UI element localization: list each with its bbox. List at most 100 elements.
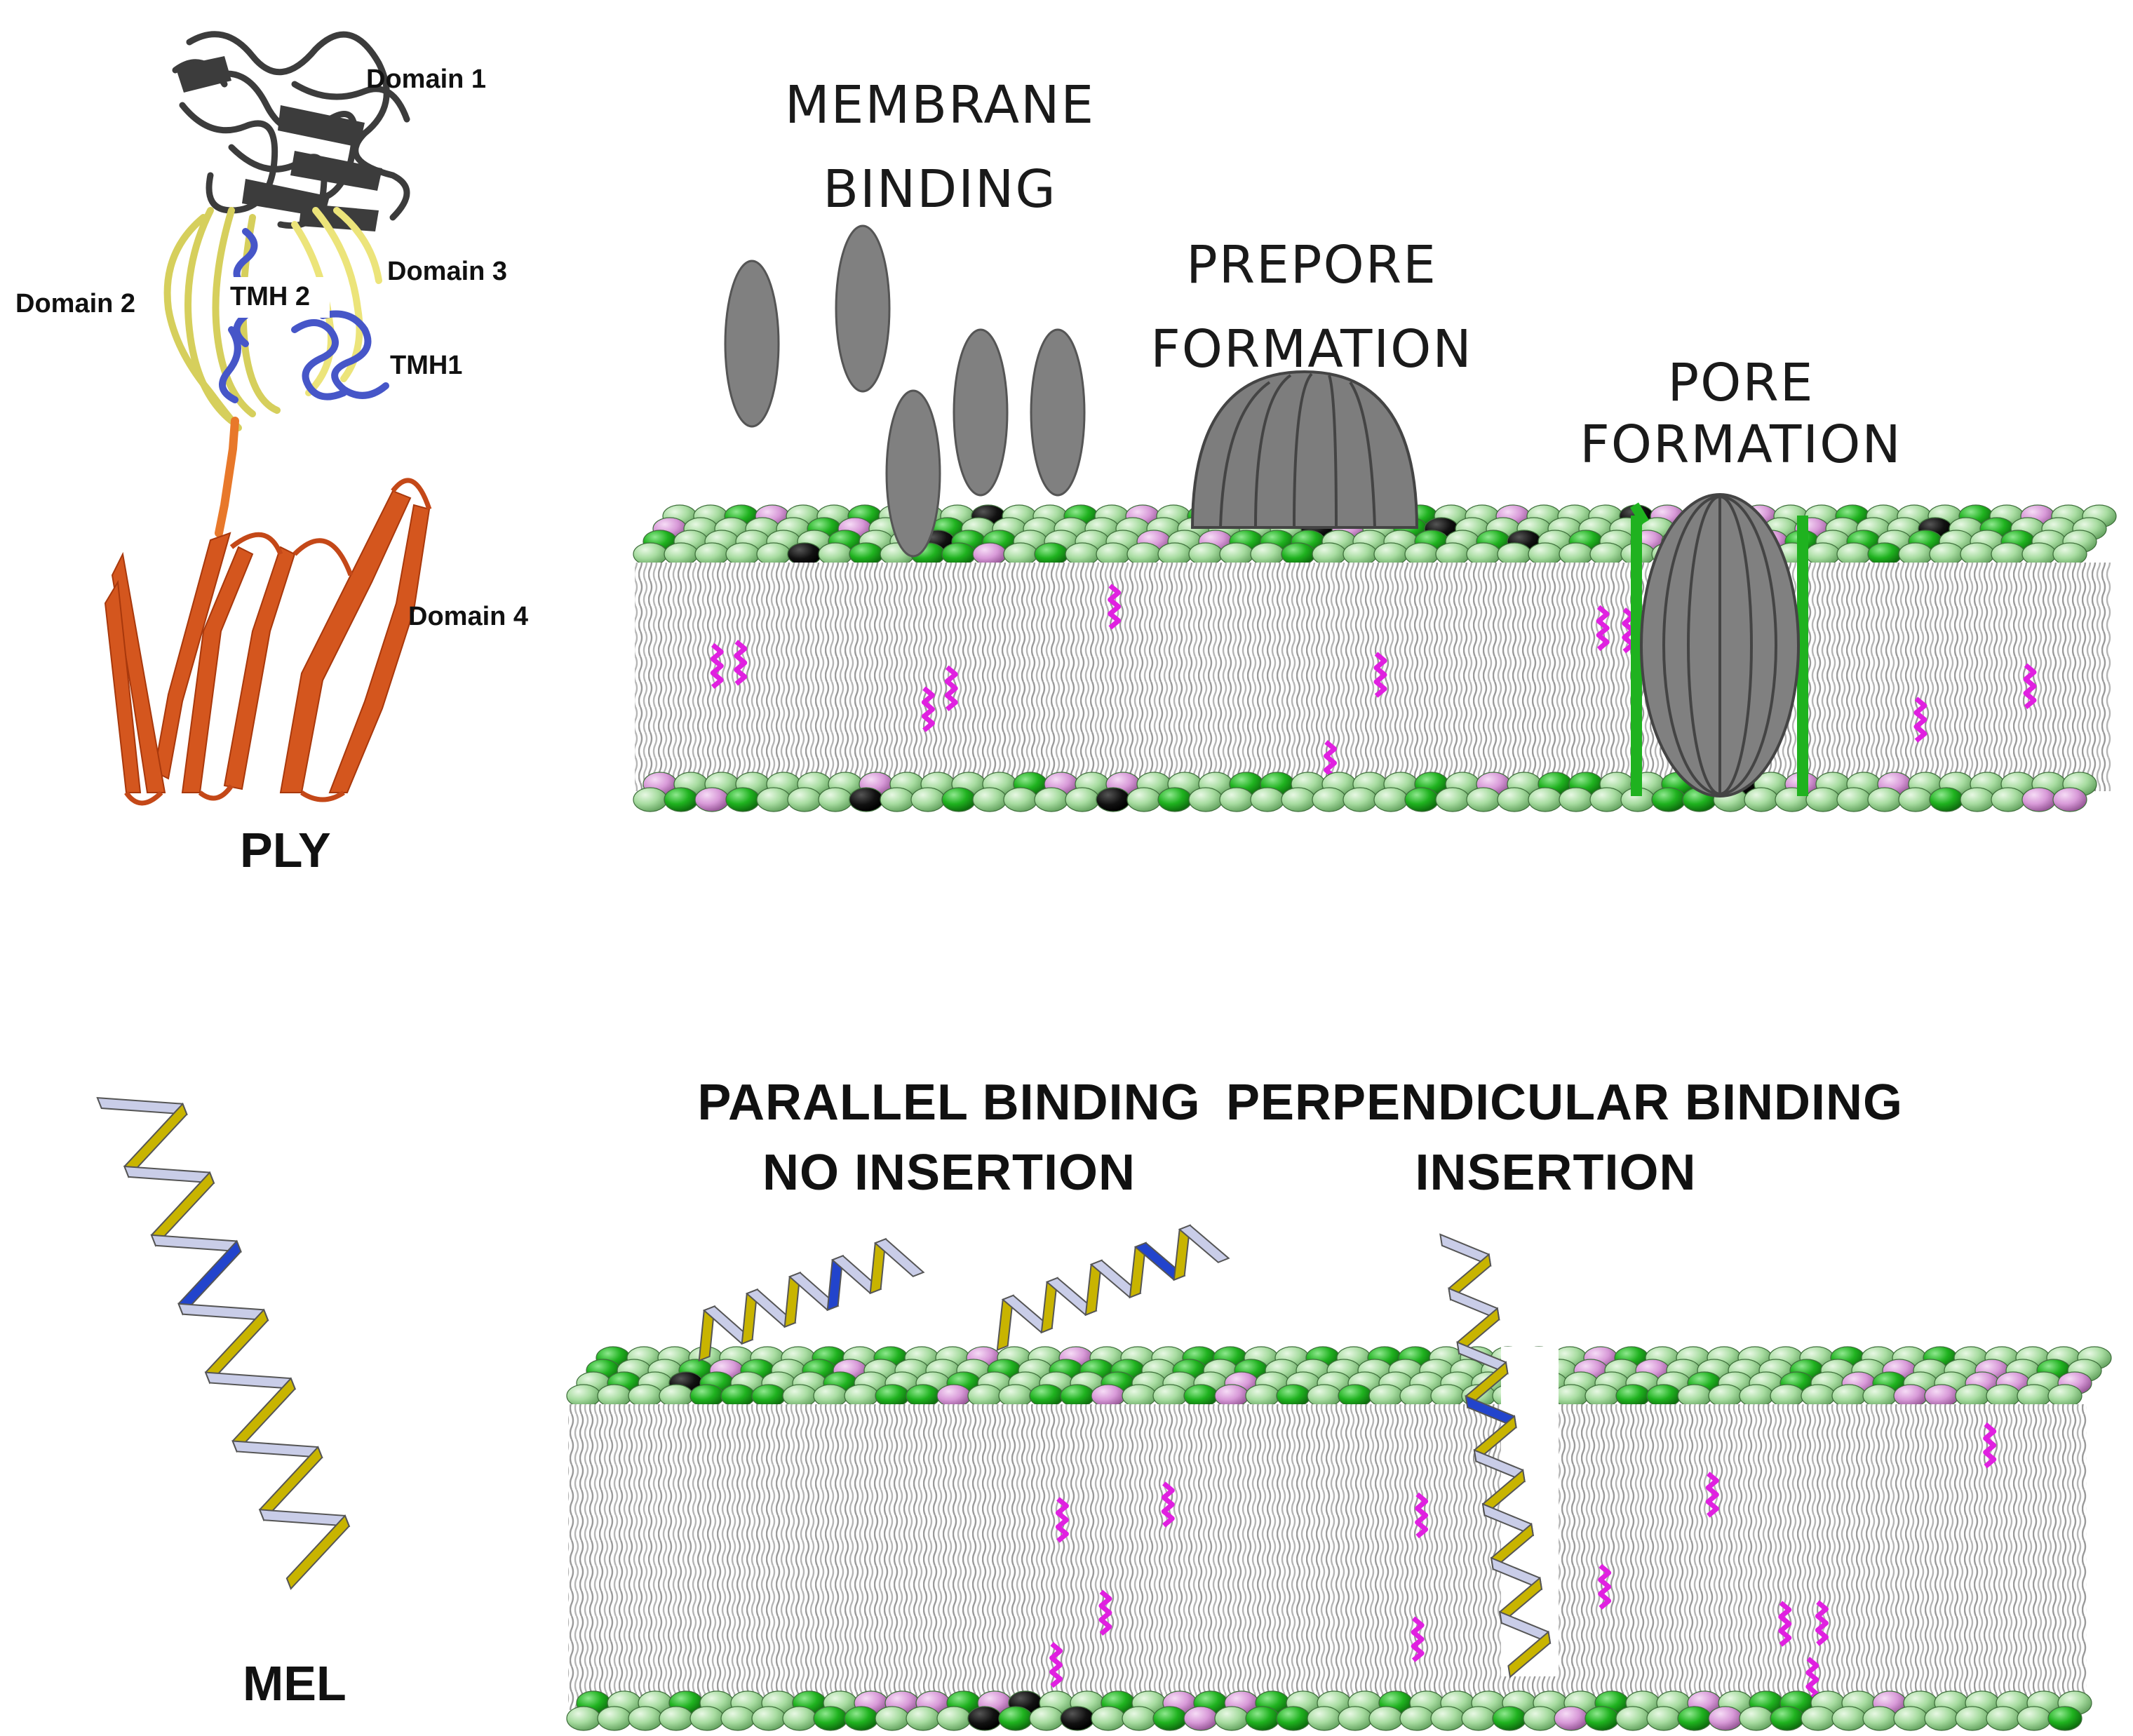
lipid-head: [1214, 1384, 1249, 1408]
ply-monomer: [724, 260, 780, 428]
lipid-head: [1343, 542, 1378, 566]
lipid-head: [1152, 1706, 1187, 1731]
lipid-tails: [635, 563, 2111, 791]
cholesterol: [1815, 1600, 1829, 1646]
domain4-label: Domain 4: [408, 602, 529, 631]
lipid-head: [1245, 1384, 1280, 1408]
lipid-head: [1559, 542, 1594, 566]
lipid-head: [1528, 542, 1563, 566]
lipid-head: [1584, 1706, 1620, 1731]
lipid-head: [1122, 1706, 1157, 1731]
lipid-head: [1034, 787, 1069, 812]
lipid-head: [1554, 1706, 1589, 1731]
lipid-head: [1924, 1384, 1959, 1408]
lipid-head: [813, 1706, 848, 1731]
lipid-head: [1219, 542, 1254, 566]
lipid-head: [998, 1706, 1033, 1731]
lipid-head: [818, 787, 853, 812]
lipid-head: [972, 787, 1007, 812]
lipid-head: [1986, 1706, 2021, 1731]
ply-monomer: [835, 224, 891, 393]
parallel-binding-heading: PARALLEL BINDING NO INSERTION: [693, 1068, 1205, 1208]
lipid-head: [1893, 1706, 1928, 1731]
cholesterol: [1596, 605, 1610, 652]
lipid-head: [844, 1384, 879, 1408]
helix-ribbon-segment: [123, 1102, 188, 1178]
lipid-head: [1183, 1384, 1218, 1408]
lipid-head: [2047, 1384, 2082, 1408]
lipid-head: [1312, 542, 1347, 566]
lipid-head: [694, 542, 729, 566]
lipid-head: [875, 1384, 910, 1408]
prepore-formation-heading: PREPORE FORMATION: [1129, 223, 1494, 391]
helix-ribbon-segment: [204, 1371, 297, 1390]
lipid-head: [1744, 787, 1779, 812]
lipid-head: [597, 1706, 632, 1731]
lipid-head: [2052, 542, 2087, 566]
lipid-head: [1739, 1384, 1774, 1408]
helix-ribbon-segment: [1507, 1630, 1552, 1678]
cholesterol: [1913, 697, 1927, 743]
lipid-head: [1708, 1706, 1743, 1731]
lipid-head: [2052, 787, 2087, 812]
lipid-head: [1461, 1706, 1496, 1731]
lipid-head: [1523, 1706, 1558, 1731]
prepore-line2: FORMATION: [1150, 319, 1473, 379]
helix-ribbon-segment: [150, 1171, 215, 1247]
lipid-head: [1615, 1706, 1650, 1731]
lipid-head: [1960, 542, 1995, 566]
lipid-head: [1801, 1384, 1836, 1408]
lipid-head: [1312, 787, 1347, 812]
lipid-head: [1651, 787, 1686, 812]
lipid-head: [566, 1706, 601, 1731]
lipid-head: [1034, 542, 1069, 566]
lipid-head: [1805, 542, 1841, 566]
cholesterol: [921, 686, 935, 732]
helix-ribbon-segment: [259, 1446, 323, 1522]
ply-structure: [104, 31, 432, 806]
lipid-head: [1188, 787, 1223, 812]
pore-complex: [1629, 493, 1808, 798]
lipid-head: [1677, 1384, 1712, 1408]
lipid-head: [1157, 542, 1192, 566]
lipid-head: [689, 1706, 725, 1731]
ply-monomer: [1030, 328, 1086, 497]
lipid-head: [941, 542, 976, 566]
cholesterol: [1055, 1497, 1069, 1543]
lipid-head: [1466, 787, 1501, 812]
lipid-tails: [568, 1404, 2087, 1710]
lipid-head: [1867, 787, 1902, 812]
cholesterol: [1049, 1641, 1063, 1688]
lipid-head: [1188, 542, 1223, 566]
lipid-head: [1096, 542, 1131, 566]
lipid-head: [659, 1706, 694, 1731]
cholesterol: [1373, 652, 1387, 698]
domain1-label: Domain 1: [366, 65, 487, 94]
membrane-binding-line2: BINDING: [823, 159, 1057, 220]
ply-domain4-sheet: [104, 490, 431, 793]
lipid-head: [849, 542, 884, 566]
lipid-head: [787, 787, 822, 812]
tmh2-label: TMH 2: [230, 282, 310, 311]
lipid-head: [1615, 1384, 1650, 1408]
helix-ribbon-segment: [177, 1239, 242, 1316]
ply-monomers-binding: [724, 224, 1086, 558]
lipid-head: [1646, 1384, 1681, 1408]
lipid-head: [1862, 1706, 1897, 1731]
lipid-head: [1250, 787, 1285, 812]
lipid-head: [1528, 787, 1563, 812]
lipid-head: [1373, 542, 1408, 566]
lipid-head: [1770, 1384, 1805, 1408]
lipid-head: [1836, 787, 1871, 812]
perpendicular-line2: INSERTION: [1415, 1145, 1697, 1201]
lipid-head: [720, 1706, 755, 1731]
lipid-head: [1060, 1384, 1095, 1408]
lipid-head: [1430, 1706, 1465, 1731]
lipid-head: [880, 787, 915, 812]
membrane-mel: [566, 1346, 2112, 1731]
cholesterol: [1415, 1492, 1429, 1539]
lipid-head: [1122, 1384, 1157, 1408]
helix-ribbon-segment: [1178, 1224, 1230, 1263]
